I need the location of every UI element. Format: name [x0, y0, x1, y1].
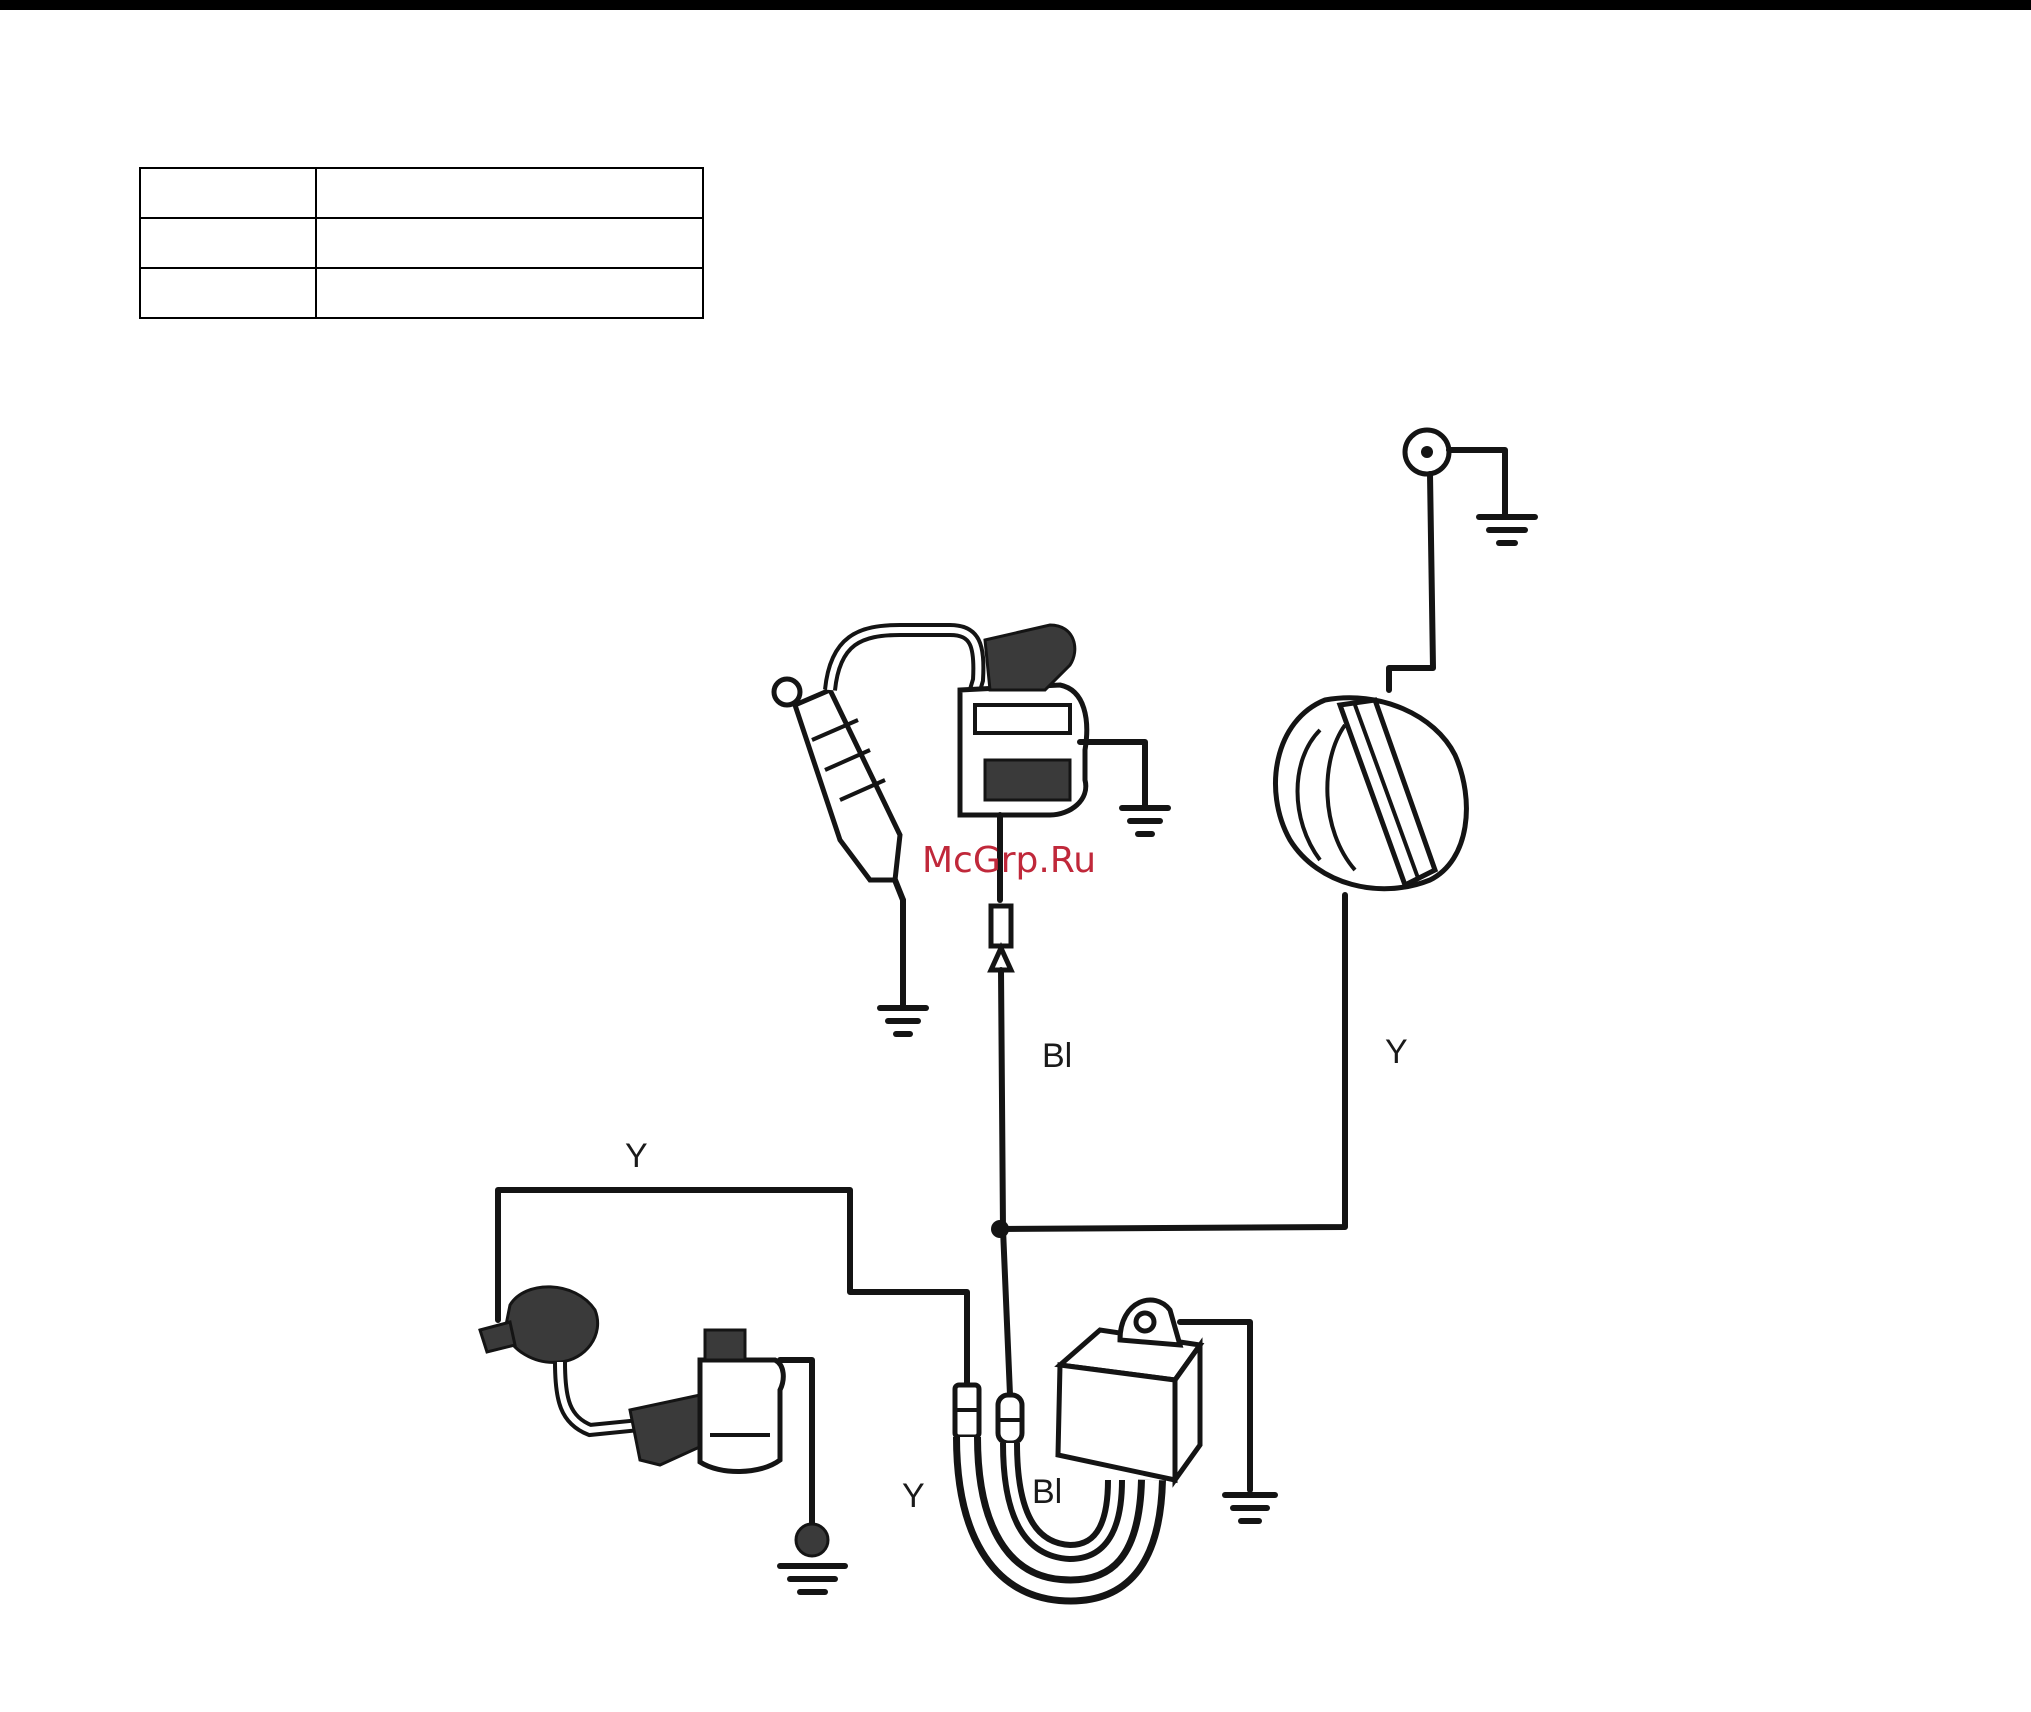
table-row — [139, 167, 704, 219]
top-rule — [0, 0, 2031, 10]
legend-table — [139, 167, 704, 319]
ignition-switch — [1273, 695, 1469, 892]
module-ground-icon — [1222, 1492, 1278, 1524]
label-wire-y-bottom: Y — [902, 1477, 925, 1515]
coil-ground-icon — [1119, 805, 1171, 837]
wire-bl-lower — [1000, 1226, 1013, 1398]
watermark: McGrp.Ru — [922, 840, 1096, 881]
plug-ground-icon — [877, 1005, 929, 1037]
label-wire-bl-bottom: Bl — [1032, 1473, 1062, 1511]
bl-connector-lower — [995, 1392, 1025, 1446]
table-cell — [315, 267, 704, 319]
wire-harness-loop-inner — [960, 1436, 1159, 1598]
stop-button-terminal — [1402, 427, 1538, 546]
bl-connector-upper — [987, 903, 1015, 973]
table-cell — [139, 217, 317, 269]
table-cell — [139, 267, 317, 319]
label-wire-bl-upper: Bl — [1042, 1037, 1072, 1075]
label-wire-y-right: Y — [1385, 1033, 1408, 1071]
table-row — [139, 267, 704, 319]
y-connector-lower — [952, 1382, 982, 1440]
table-row — [139, 217, 704, 269]
wire-y-switch — [997, 892, 1348, 1232]
table-cell — [139, 167, 317, 219]
wire-module-ground — [1177, 1319, 1253, 1493]
label-wire-y-left: Y — [625, 1137, 648, 1175]
table-cell — [315, 167, 704, 219]
high-tension-lead-inner — [827, 627, 982, 701]
wire-bl — [998, 967, 1006, 1233]
wire-y-left — [495, 1187, 970, 1388]
wire-stop-to-switch — [1386, 471, 1436, 693]
wire-coil-ground — [1077, 739, 1148, 808]
table-cell — [315, 217, 704, 269]
sensor-ground-icon — [777, 1522, 848, 1595]
ignition-coil — [957, 623, 1090, 903]
ignition-module — [1054, 1297, 1205, 1488]
wire-sensor-ground — [807, 1357, 815, 1528]
oil-sensor — [478, 1285, 813, 1474]
spark-plug — [771, 676, 906, 903]
